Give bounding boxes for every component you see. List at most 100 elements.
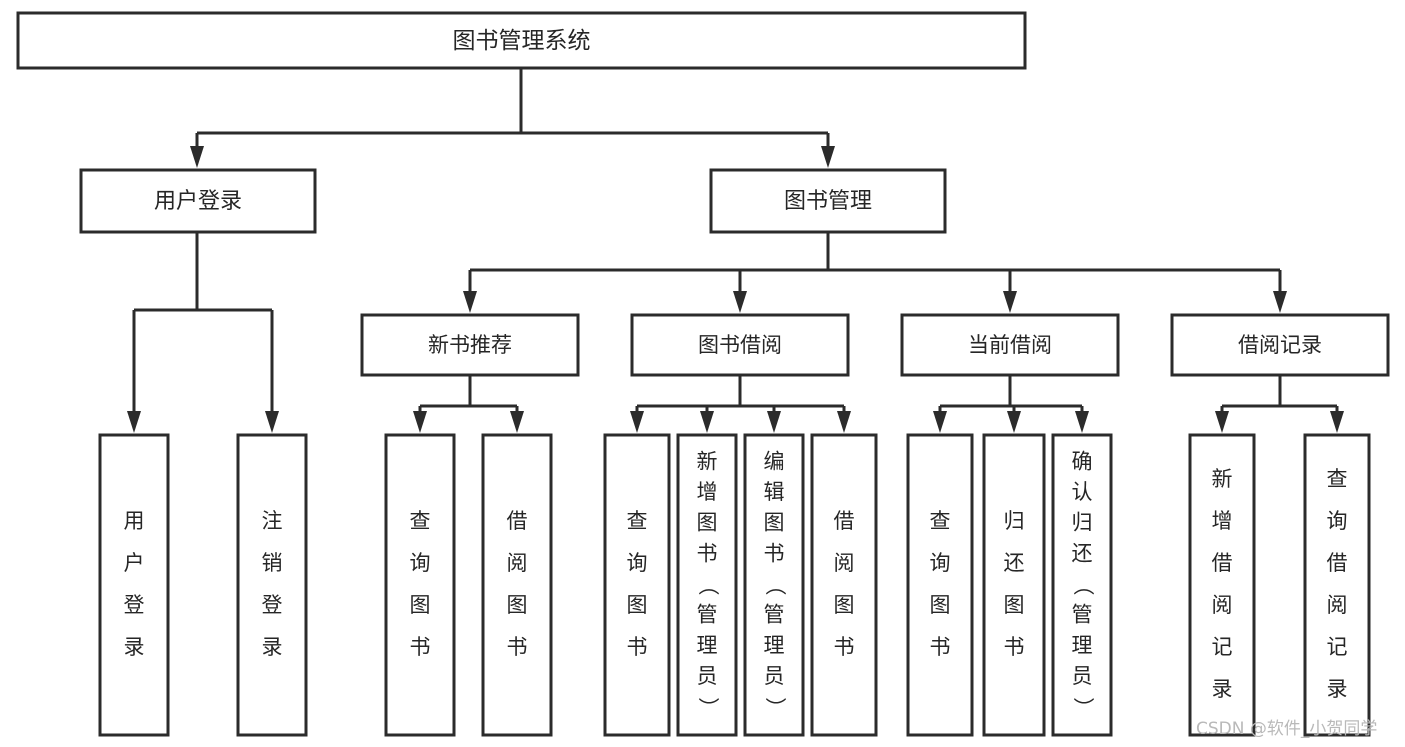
- svg-text:书: 书: [627, 635, 648, 659]
- svg-text:借: 借: [507, 509, 528, 533]
- arrow-leaf-add-book-icon: [700, 411, 714, 433]
- arrow-leaf-query-borrow-icon: [630, 411, 644, 433]
- arrow-heads-layer: [127, 146, 1344, 433]
- svg-text:查: 查: [627, 509, 648, 533]
- svg-text:新: 新: [1212, 467, 1233, 491]
- svg-text:编: 编: [764, 449, 785, 473]
- svg-text:还: 还: [1004, 551, 1025, 575]
- svg-text:借: 借: [1327, 551, 1348, 575]
- svg-text:员: 员: [764, 664, 785, 688]
- arrow-new-book-recommend-icon: [463, 291, 477, 313]
- svg-text:）: ）: [1071, 697, 1095, 718]
- node-box-root: [16, 11, 1027, 70]
- arrow-book-management-icon: [821, 146, 835, 168]
- svg-text:记: 记: [1212, 635, 1233, 659]
- node-box-leaf-borrow-book: [810, 433, 878, 737]
- borrow-records-to-leaves: [1220, 375, 1339, 420]
- node-user-login[interactable]: 用户登录: [79, 168, 317, 234]
- svg-text:询: 询: [1327, 509, 1348, 533]
- svg-text:（: （: [696, 575, 720, 596]
- svg-text:）: ）: [696, 697, 720, 718]
- svg-text:询: 询: [930, 551, 951, 575]
- arrow-leaf-logout-icon: [265, 411, 279, 433]
- arrow-leaf-borrow-recommend-icon: [510, 411, 524, 433]
- svg-text:录: 录: [1327, 677, 1348, 701]
- node-new-book-recommend[interactable]: 新书推荐: [360, 313, 580, 377]
- node-label-current-borrow: 当前借阅: [968, 333, 1052, 357]
- svg-text:增: 增: [697, 480, 718, 504]
- node-leaf-user-login[interactable]: 用户登录: [98, 433, 170, 737]
- svg-text:图: 图: [1004, 593, 1025, 617]
- svg-text:录: 录: [262, 635, 283, 659]
- node-box-leaf-add-borrow-record: [1188, 433, 1256, 737]
- user-login-to-leaves: [132, 232, 274, 420]
- svg-text:）: ）: [763, 697, 787, 718]
- node-box-leaf-confirm-return: [1051, 433, 1113, 737]
- arrow-leaf-borrow-book-icon: [837, 411, 851, 433]
- svg-text:管: 管: [1072, 603, 1093, 627]
- svg-text:阅: 阅: [507, 551, 528, 575]
- arrow-borrow-records-icon: [1273, 291, 1287, 313]
- svg-text:理: 理: [764, 633, 785, 657]
- node-box-current-borrow: [900, 313, 1120, 377]
- svg-text:图: 图: [410, 593, 431, 617]
- node-label-book-borrow: 图书借阅: [698, 333, 782, 357]
- node-borrow-records[interactable]: 借阅记录: [1170, 313, 1390, 377]
- svg-text:归: 归: [1004, 509, 1025, 533]
- new-book-recommend-to-leaves: [418, 375, 519, 420]
- node-book-borrow[interactable]: 图书借阅: [630, 313, 850, 377]
- svg-text:书: 书: [507, 635, 528, 659]
- node-label-new-book-recommend: 新书推荐: [428, 333, 512, 357]
- node-box-leaf-return-book: [982, 433, 1046, 737]
- node-label-user-login: 用户登录: [154, 189, 242, 214]
- node-box-leaf-logout: [236, 433, 308, 737]
- svg-text:借: 借: [834, 509, 855, 533]
- svg-text:理: 理: [697, 633, 718, 657]
- svg-text:图: 图: [507, 593, 528, 617]
- svg-text:辑: 辑: [764, 480, 785, 504]
- csdn-watermark: CSDN @软件_小贺同学: [1196, 719, 1377, 739]
- node-box-user-login: [79, 168, 317, 234]
- svg-text:用: 用: [124, 509, 145, 533]
- svg-text:录: 录: [1212, 677, 1233, 701]
- node-current-borrow[interactable]: 当前借阅: [900, 313, 1120, 377]
- root-to-level2-bar: [195, 68, 830, 155]
- node-root[interactable]: 图书管理系统: [16, 11, 1027, 70]
- svg-text:员: 员: [1072, 664, 1093, 688]
- arrow-user-login-icon: [190, 146, 204, 168]
- node-box-leaf-query-book-current: [906, 433, 974, 737]
- svg-text:书: 书: [930, 635, 951, 659]
- svg-text:图: 图: [764, 511, 785, 535]
- node-box-leaf-query-borrow-record: [1303, 433, 1371, 737]
- arrow-leaf-user-login-icon: [127, 411, 141, 433]
- svg-text:书: 书: [697, 541, 718, 565]
- svg-text:书: 书: [1004, 635, 1025, 659]
- node-book-management[interactable]: 图书管理: [709, 168, 947, 234]
- node-boxes-layer: 图书管理系统用户登录图书管理新书推荐图书借阅当前借阅借阅记录用户登录注销登录查询…: [16, 11, 1390, 737]
- svg-text:归: 归: [1072, 511, 1093, 535]
- svg-text:询: 询: [410, 551, 431, 575]
- svg-text:图: 图: [834, 593, 855, 617]
- node-box-book-borrow: [630, 313, 850, 377]
- arrow-leaf-add-record-icon: [1215, 411, 1229, 433]
